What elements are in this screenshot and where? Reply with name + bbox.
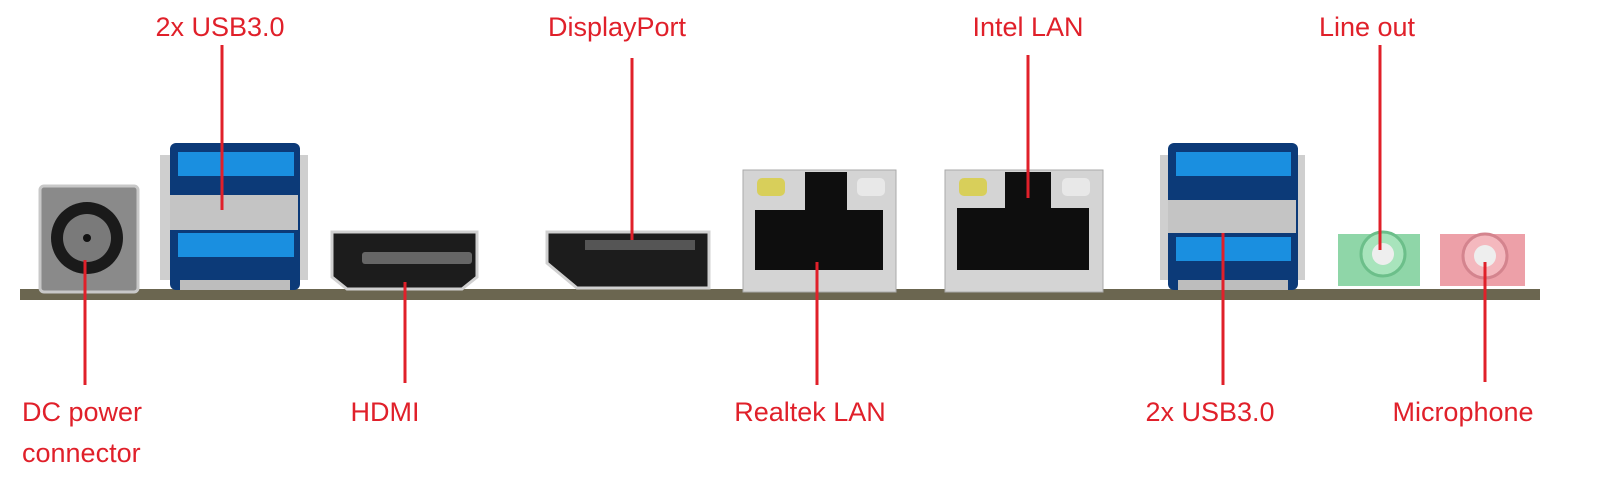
label-realtek-lan: Realtek LAN (734, 397, 886, 427)
usb3-port-left (160, 143, 308, 290)
label-intel-lan: Intel LAN (972, 12, 1083, 42)
dc-power-jack (38, 184, 140, 294)
microphone-jack (1440, 232, 1525, 286)
usb3-port-right (1160, 143, 1305, 290)
label-microphone: Microphone (1392, 397, 1533, 427)
hdmi-port (330, 230, 479, 291)
label-usb-left: 2x USB3.0 (155, 12, 284, 42)
realtek-lan-port (742, 169, 897, 293)
label-displayport: DisplayPort (548, 12, 687, 42)
label-dc-power-1: DC power (22, 397, 142, 427)
label-line-out: Line out (1319, 12, 1416, 42)
intel-lan-port (944, 169, 1104, 293)
label-usb-right: 2x USB3.0 (1145, 397, 1274, 427)
label-hdmi: HDMI (351, 397, 420, 427)
label-dc-power-2: connector (22, 438, 141, 468)
displayport-port (545, 230, 711, 290)
pcb-board (20, 289, 1540, 300)
